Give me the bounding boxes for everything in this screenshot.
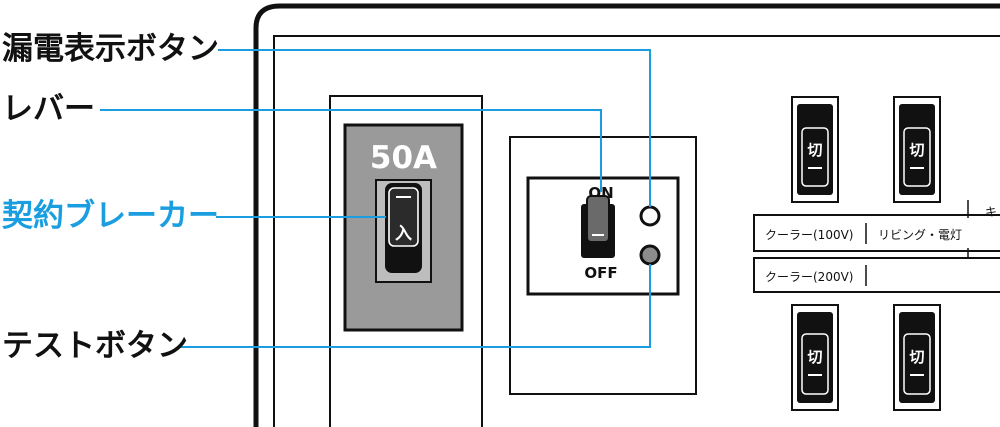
- callout-contract-breaker: 契約ブレーカー: [2, 198, 219, 234]
- branch-breaker-4-toggle[interactable]: [903, 333, 931, 395]
- branch-breaker-3-toggle[interactable]: [801, 333, 829, 395]
- branch-breaker-1: 切: [791, 96, 839, 203]
- circuit-label-cooler-200v: クーラー(200V): [765, 270, 853, 284]
- branch-breaker-1-toggle[interactable]: [801, 127, 829, 187]
- contract-breaker-face: [343, 123, 464, 332]
- branch-breaker-2-label: 切: [909, 141, 924, 159]
- callout-test-button: テストボタン: [2, 328, 188, 364]
- panel-outer-frame: [253, 3, 1000, 427]
- branch-breaker-3: 切: [791, 304, 839, 411]
- lever-handle[interactable]: [586, 195, 610, 243]
- branch-breaker-3-label: 切: [807, 348, 822, 366]
- breaker-rating-label: 50A: [370, 140, 437, 176]
- circuit-label-partial: キ: [985, 205, 997, 219]
- callout-lever: レバー: [2, 91, 95, 127]
- circuit-label-cooler-100v: クーラー(100V): [765, 228, 853, 242]
- circuit-label-strip-2: [753, 257, 1000, 293]
- leader-line-lever: [100, 109, 602, 192]
- leader-line-leakage-indicator: [218, 49, 651, 207]
- branch-breaker-2: 切: [893, 96, 941, 203]
- callout-leakage-indicator-button: 漏電表示ボタン: [2, 31, 219, 67]
- branch-breaker-1-label: 切: [807, 141, 822, 159]
- circuit-label-living-light: リビング・電灯: [878, 228, 962, 242]
- branch-breaker-2-toggle[interactable]: [903, 127, 931, 187]
- leader-line-test-button: [178, 264, 651, 348]
- test-button[interactable]: [639, 244, 661, 266]
- contract-breaker-on-mark: 入: [395, 224, 412, 244]
- panel-inner-frame: [273, 35, 1000, 427]
- branch-breaker-4: 切: [893, 304, 941, 411]
- branch-breaker-4-label: 切: [909, 348, 924, 366]
- off-label: OFF: [584, 264, 617, 282]
- contract-breaker-toggle[interactable]: [388, 187, 419, 247]
- leakage-indicator-button[interactable]: [639, 205, 661, 227]
- circuit-label-strip-1: [753, 214, 1000, 252]
